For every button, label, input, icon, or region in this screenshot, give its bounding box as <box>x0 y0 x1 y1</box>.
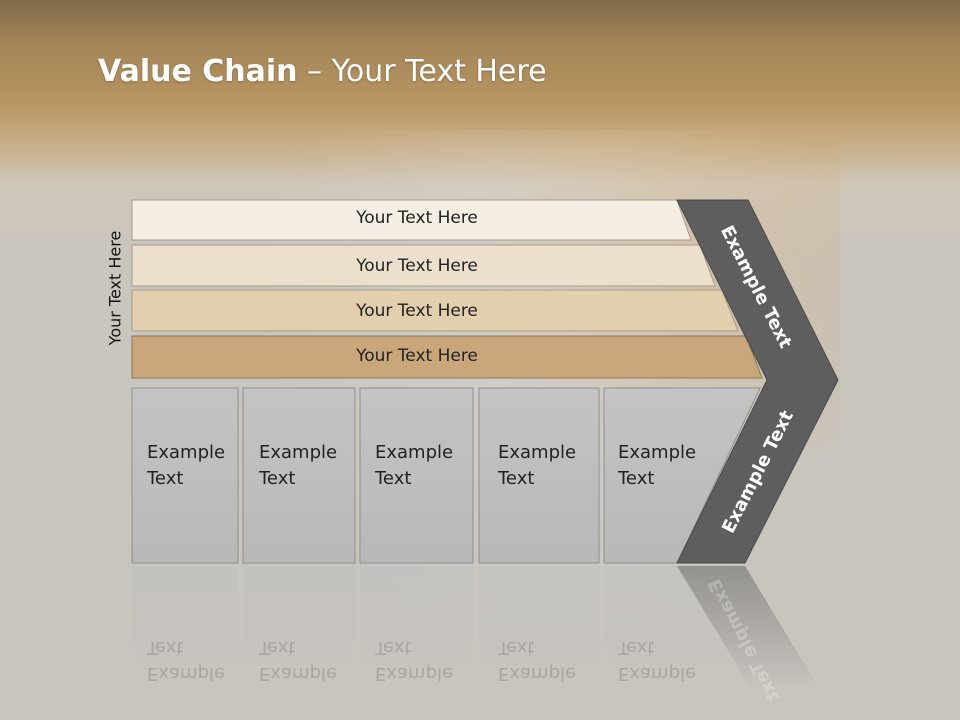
cell-3 <box>359 387 474 564</box>
cell-label-reflection: Example Text <box>375 634 453 686</box>
cell-4 <box>478 387 600 564</box>
row-bar-2 <box>131 244 716 287</box>
reflection-line: Text <box>259 637 296 658</box>
row-bar-3 <box>131 289 739 332</box>
row-bar-4 <box>131 335 763 379</box>
reflection-line: Text <box>147 637 184 658</box>
cell-label-line: Text <box>498 468 535 489</box>
cell-2 <box>242 387 356 564</box>
cell-label-line: Example <box>498 442 577 463</box>
cell-label-line: Text <box>375 468 412 489</box>
reflection-line: Text <box>618 637 655 658</box>
cell-reflection <box>479 566 599 686</box>
cell-label-reflection: Example Text <box>147 634 225 686</box>
reflection-line: Example <box>498 663 577 684</box>
row-label-4: Your Text Here <box>356 346 478 366</box>
cell-label-line: Text <box>259 468 296 489</box>
slide-title: Value Chain – Your Text Here <box>98 54 547 89</box>
row-bar-1 <box>131 199 692 241</box>
cell-label-line: Example <box>375 442 454 463</box>
cell-1 <box>131 387 239 564</box>
chevron-reflection <box>677 566 820 690</box>
cell-label-line: Example <box>259 442 338 463</box>
reflection-line: Example <box>375 663 454 684</box>
row-label-1: Your Text Here <box>356 208 478 228</box>
cell-reflection <box>604 566 750 686</box>
reflection-line: Example <box>618 663 697 684</box>
title-rest: – Your Text Here <box>297 54 547 89</box>
cell-label-line: Example <box>618 442 697 463</box>
cell-reflection <box>132 566 238 686</box>
title-bold: Value Chain <box>98 54 298 89</box>
cell-label-line: Text <box>147 468 184 489</box>
cell-label-reflection: Example Text <box>618 634 696 686</box>
row-label-3: Your Text Here <box>356 301 478 321</box>
cell-label-line: Example <box>147 442 226 463</box>
reflection-group <box>132 566 820 690</box>
chevron-arrow <box>676 199 839 564</box>
reflection-line: Example <box>259 663 338 684</box>
row-label-2: Your Text Here <box>356 256 478 276</box>
cell-label-reflection: Example Text <box>498 634 576 686</box>
cell-label-line: Text <box>618 468 655 489</box>
reflection-line: Text <box>498 637 535 658</box>
cell-reflection <box>243 566 355 686</box>
reflection-line: Text <box>375 637 412 658</box>
reflection-line: Example <box>147 663 226 684</box>
cell-label-reflection: Example Text <box>259 634 337 686</box>
cell-reflection <box>360 566 473 686</box>
